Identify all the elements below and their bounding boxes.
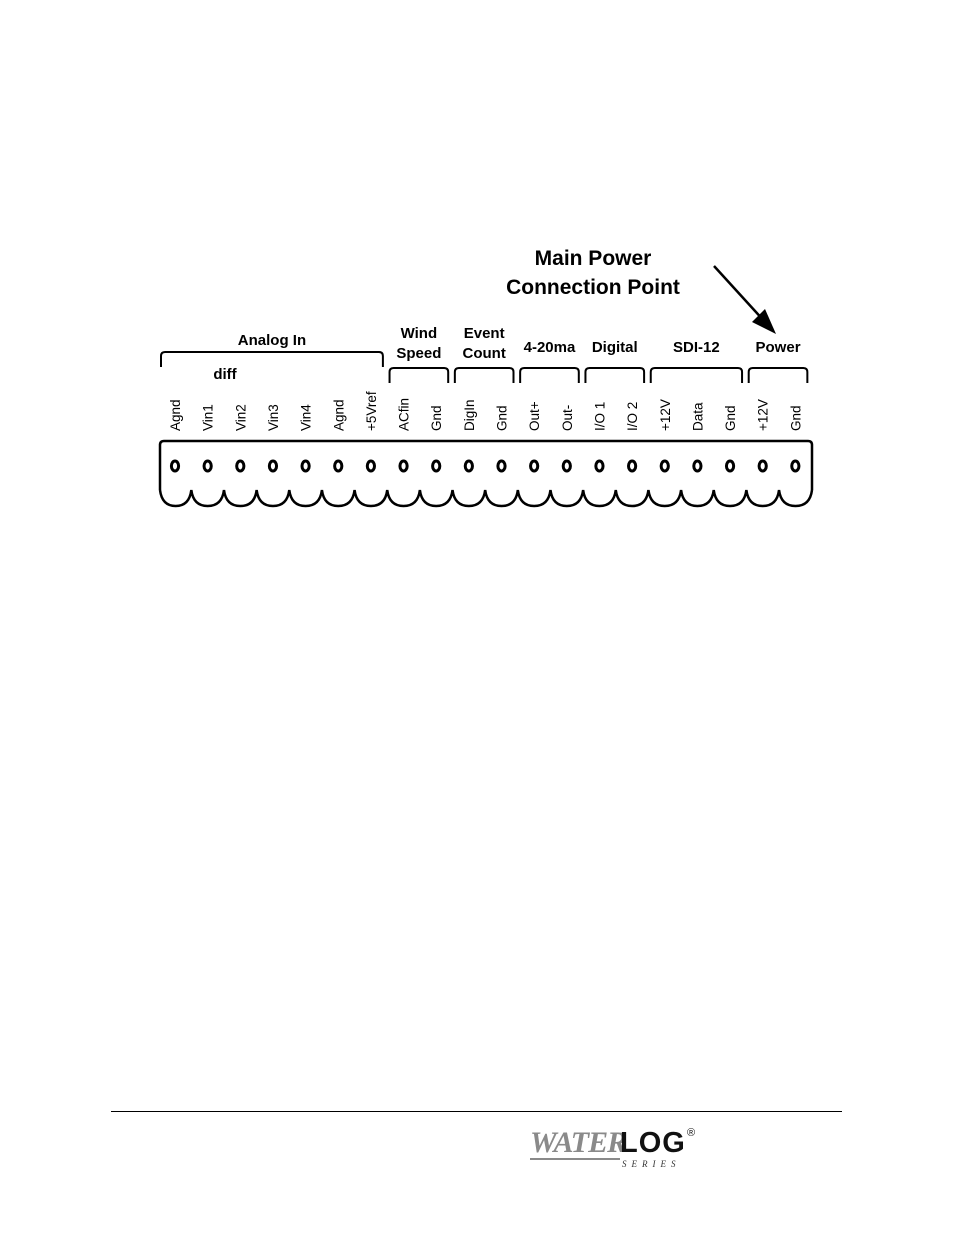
screw-terminal [171,461,178,471]
screw-terminal [367,461,374,471]
group-sublabel: diff [213,366,237,383]
pin-label: Vin2 [233,404,248,431]
group-bracket [520,368,579,383]
logo-registered-mark: ® [687,1127,695,1139]
pin-label: Gnd [788,405,803,431]
footer-rule [111,1111,842,1112]
pin-label: I/O 2 [625,402,640,431]
group-bracket [651,368,742,383]
group-bracket [749,368,808,383]
pin-label: I/O 1 [592,402,607,431]
pin-label: Vin4 [299,404,314,431]
screw-terminal [465,461,472,471]
screw-terminal [433,461,440,471]
pin-label: +12V [658,399,673,431]
screw-terminal [400,461,407,471]
screw-terminal [759,461,766,471]
pin-label: +12V [756,399,771,431]
pin-label: +5Vref [364,391,379,431]
screw-terminal [302,461,309,471]
group-label: Speed [396,345,441,362]
screw-terminal [661,461,668,471]
screw-terminal [204,461,211,471]
group-label: 4-20ma [524,339,576,356]
logo-underline [530,1158,620,1160]
terminal-block [160,441,812,506]
pin-label: Out+ [527,401,542,431]
screw-terminal [563,461,570,471]
group-bracket [161,352,383,367]
screw-terminal [335,461,342,471]
waterlog-logo: WATER LOG ® SERIES [526,1124,706,1174]
group-bracket [390,368,449,383]
screw-terminal [269,461,276,471]
pin-label: Out- [560,405,575,431]
pin-label: ACfin [397,398,412,431]
screw-terminal [694,461,701,471]
screw-terminal [629,461,636,471]
screw-terminal [792,461,799,471]
group-label: Event [464,325,505,342]
screw-terminal [531,461,538,471]
pin-label: Agnd [331,399,346,431]
group-label: SDI-12 [673,339,720,356]
pin-label: Vin3 [266,404,281,431]
group-label: Wind [401,325,438,342]
pin-label: Gnd [723,405,738,431]
group-label: Power [756,339,801,356]
pin-label: Data [690,402,705,431]
screw-terminal [237,461,244,471]
screw-terminal [726,461,733,471]
screw-terminal [498,461,505,471]
callout-line-1: Main Power [535,247,652,270]
logo-water-text: WATER [530,1128,626,1158]
callout-arrow [714,266,776,334]
logo-series-text: SERIES [622,1159,681,1169]
screw-terminal [596,461,603,471]
group-label: Digital [592,339,638,356]
pin-label: Vin1 [201,404,216,431]
logo-log-text: LOG [620,1128,686,1158]
group-label: Analog In [238,332,306,349]
group-label: Count [463,345,506,362]
pin-label: Gnd [495,405,510,431]
pin-label: Agnd [168,399,183,431]
pin-label: Gnd [429,405,444,431]
group-bracket [455,368,514,383]
group-bracket [585,368,644,383]
callout-line-2: Connection Point [506,276,680,299]
pin-label: DigIn [462,399,477,431]
